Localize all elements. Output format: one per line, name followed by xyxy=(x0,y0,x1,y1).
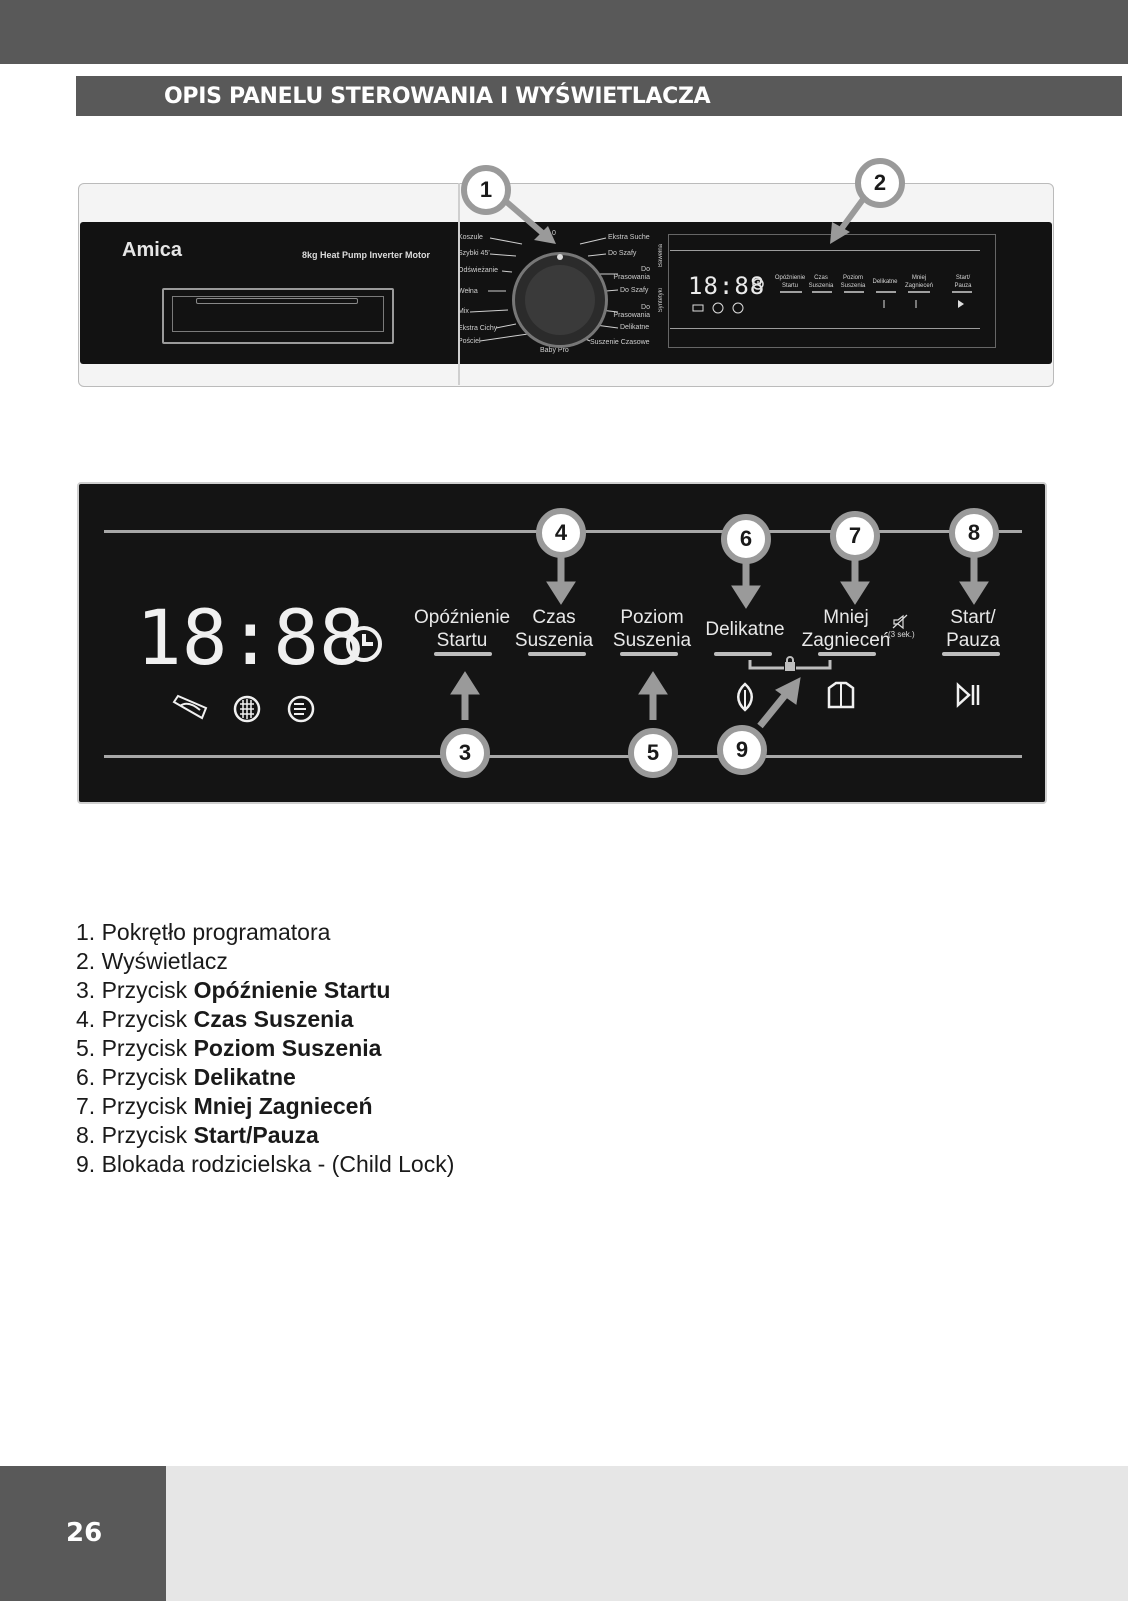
program-dial[interactable] xyxy=(512,252,608,348)
legend-item: 3. Przycisk Opóźnienie Startu xyxy=(76,977,391,1003)
display-line-top xyxy=(670,250,980,251)
shirt-icon xyxy=(827,681,855,709)
program-label: Koszule xyxy=(458,234,483,241)
mini-display-digits: 18:88 xyxy=(688,272,766,300)
callout-9: 9 xyxy=(717,725,767,775)
mute-icon xyxy=(892,614,908,630)
page-number: 26 xyxy=(66,1518,103,1548)
legend-item: 7. Przycisk Mniej Zagnieceń xyxy=(76,1093,373,1119)
leaf-icon xyxy=(737,682,753,712)
filter-clean-icon xyxy=(233,695,261,723)
tank-full-icon xyxy=(172,694,208,720)
drying-level-icon xyxy=(287,695,315,723)
play-pause-icon xyxy=(956,682,980,708)
program-label: Mix xyxy=(458,308,469,315)
start-pause-button[interactable] xyxy=(942,652,1000,656)
program-label: Do Prasowania xyxy=(613,266,650,281)
program-label: Pościel xyxy=(458,338,481,345)
model-label: 8kg Heat Pump Inverter Motor xyxy=(302,250,431,260)
top-band xyxy=(0,0,1128,64)
legend-item: 1. Pokrętło programatora xyxy=(76,919,331,945)
program-label: Suszenie Czasowe xyxy=(590,339,650,346)
mute-hold-note: (3 sek.) xyxy=(888,630,915,639)
button-label-delicate: Delikatne xyxy=(705,619,785,640)
brand-logo: Amica xyxy=(122,239,183,261)
drawer-handle xyxy=(196,298,358,304)
legend-item: 2. Wyświetlacz xyxy=(76,948,228,974)
section-header: OPIS PANELU STEROWANIA I WYŚWIETLACZA xyxy=(76,76,1122,116)
callout-2: 2 xyxy=(855,158,905,208)
program-label: Wełna xyxy=(458,288,478,295)
program-label: Delikatne xyxy=(620,324,650,331)
footer-band xyxy=(0,1466,1128,1601)
status-icons-small xyxy=(692,302,744,314)
display-digits: 18:88 xyxy=(136,593,365,682)
program-label: Ekstra Cichy xyxy=(458,325,498,332)
page-title: OPIS PANELU STEROWANIA I WYŚWIETLACZA xyxy=(164,84,711,109)
program-dial-center xyxy=(525,265,595,335)
child-lock-bracket xyxy=(748,656,832,671)
dial-zero-label: 0 xyxy=(552,230,556,237)
display-line-bottom xyxy=(104,755,1022,758)
drawer-inner xyxy=(172,296,384,332)
callout-arrows-top xyxy=(500,195,867,244)
button-label-start-pause: Start/Pauza xyxy=(946,607,1000,651)
mini-label: Mniej Zagnieceń xyxy=(904,275,934,289)
legend-item: 8. Przycisk Start/Pauza xyxy=(76,1122,319,1148)
program-label: Do Szafy xyxy=(608,250,637,257)
display-line-bottom xyxy=(670,328,980,329)
mini-label: Czas Suszenia xyxy=(808,275,834,289)
program-label: Odświeżanie xyxy=(458,267,499,274)
mini-label: Poziom Suszenia xyxy=(840,275,866,289)
less-creasing-button[interactable] xyxy=(818,652,876,656)
legend-list: 1. Pokrętło programatora 2. Wyświetlacz … xyxy=(76,918,454,1179)
callout-3: 3 xyxy=(440,728,490,778)
drying-level-button[interactable] xyxy=(620,652,678,656)
dial-ticks xyxy=(469,237,619,342)
callout-5: 5 xyxy=(628,728,678,778)
mini-label: Start/ Pauza xyxy=(954,275,972,289)
dial-indicator xyxy=(557,254,563,260)
legend-item: 4. Przycisk Czas Suszenia xyxy=(76,1006,354,1032)
delicate-button[interactable] xyxy=(714,652,772,656)
callout-1: 1 xyxy=(461,165,511,215)
program-label: Do Szafy xyxy=(620,287,649,294)
legend-item: 9. Blokada rodzicielska - (Child Lock) xyxy=(76,1151,455,1177)
program-label: Baby Pro xyxy=(540,347,569,354)
callout-6: 6 xyxy=(721,514,771,564)
program-label: Szybki 45' xyxy=(458,250,490,257)
program-label: Ekstra Suche xyxy=(608,234,650,241)
clock-icon xyxy=(346,626,382,662)
mini-label: Delikatne xyxy=(872,279,898,285)
mini-button-bars xyxy=(780,291,972,308)
callout-8: 8 xyxy=(949,508,999,558)
mini-label: Opóźnienie Startu xyxy=(774,275,806,289)
water-tank-drawer[interactable] xyxy=(162,288,394,344)
program-label: Do Prasowania xyxy=(613,304,650,319)
clock-icon xyxy=(752,278,764,290)
delay-start-button[interactable] xyxy=(434,652,492,656)
panel-divider xyxy=(458,183,460,385)
legend-item: 5. Przycisk Poziom Suszenia xyxy=(76,1035,382,1061)
legend-item: 6. Przycisk Delikatne xyxy=(76,1064,296,1090)
callout-4: 4 xyxy=(536,508,586,558)
drying-time-button[interactable] xyxy=(528,652,586,656)
callout-7: 7 xyxy=(830,511,880,561)
page-number-box xyxy=(0,1466,166,1601)
callout-arrows-bottom xyxy=(450,540,989,729)
